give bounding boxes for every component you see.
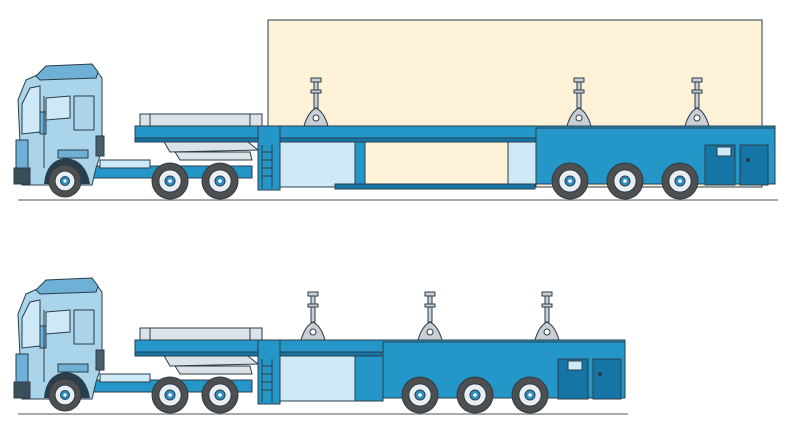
ladder xyxy=(261,145,273,188)
trailer-frame xyxy=(134,339,626,405)
wheel-icon xyxy=(511,376,549,414)
lashing-post-icon xyxy=(417,291,443,341)
wheel-icon xyxy=(661,162,699,200)
truck-unit-empty xyxy=(13,277,628,415)
lashing-post-icon xyxy=(534,291,560,341)
wheel-icon xyxy=(151,376,189,414)
tractor-cab xyxy=(13,63,253,186)
wheel-icon xyxy=(201,162,239,200)
truck-unit-loaded xyxy=(13,19,778,201)
lashing-post-icon xyxy=(566,77,592,127)
wheel-icon xyxy=(606,162,644,200)
lashing-post-icon xyxy=(684,77,710,127)
lashing-post-icon xyxy=(300,291,326,341)
wheel-icon xyxy=(401,376,439,414)
ladder xyxy=(261,359,273,402)
wheel-icon xyxy=(48,164,82,198)
wheel-icon xyxy=(48,378,82,412)
wheel-icon xyxy=(456,376,494,414)
lashing-post-icon xyxy=(303,77,329,127)
wheel-icon xyxy=(201,376,239,414)
wheel-set xyxy=(48,376,549,414)
tractor-cab xyxy=(13,277,253,400)
wheel-icon xyxy=(551,162,589,200)
wheel-set xyxy=(48,162,699,200)
trailer-frame xyxy=(134,125,776,191)
wheel-icon xyxy=(151,162,189,200)
